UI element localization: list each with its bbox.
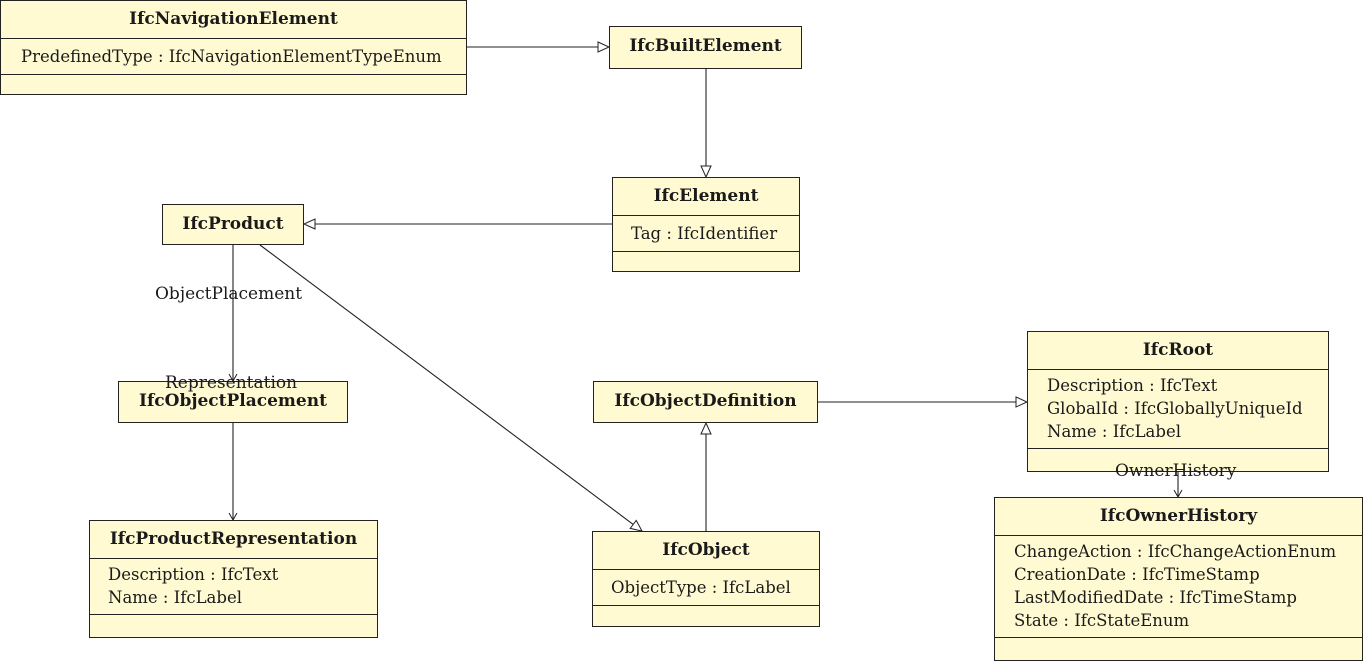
attribute: GlobalId : IfcGloballyUniqueId xyxy=(1047,399,1303,418)
attribute: LastModifiedDate : IfcTimeStamp xyxy=(1014,588,1297,607)
class-ifc-product[interactable]: IfcProduct xyxy=(162,204,304,245)
attribute: ChangeAction : IfcChangeActionEnum xyxy=(1014,542,1337,561)
class-name: IfcProduct xyxy=(182,214,284,234)
class-ifc-object-definition[interactable]: IfcObjectDefinition xyxy=(593,381,818,423)
class-ifc-element[interactable]: IfcElement Tag : IfcIdentifier xyxy=(612,177,800,272)
attribute: Description : IfcText xyxy=(108,565,279,584)
association-label-object-placement: ObjectPlacement xyxy=(155,284,303,304)
class-name: IfcElement xyxy=(613,178,799,216)
class-attributes: Description : IfcText GlobalId : IfcGlob… xyxy=(1028,370,1328,449)
class-ifc-object[interactable]: IfcObject ObjectType : IfcLabel xyxy=(592,531,820,627)
class-name: IfcObjectDefinition xyxy=(614,391,797,411)
attribute: PredefinedType : IfcNavigationElementTyp… xyxy=(21,47,442,66)
class-name: IfcRoot xyxy=(1028,332,1328,370)
class-ifc-built-element[interactable]: IfcBuiltElement xyxy=(609,26,802,69)
class-attributes: Description : IfcText Name : IfcLabel xyxy=(90,559,377,615)
class-ifc-object-placement[interactable]: IfcObjectPlacement xyxy=(118,381,348,423)
attribute: ObjectType : IfcLabel xyxy=(611,578,791,597)
class-name: IfcNavigationElement xyxy=(1,1,466,39)
class-attributes: ChangeAction : IfcChangeActionEnum Creat… xyxy=(995,536,1362,638)
association-label-owner-history: OwnerHistory xyxy=(1115,461,1237,481)
attribute: Tag : IfcIdentifier xyxy=(631,224,778,243)
class-attributes: ObjectType : IfcLabel xyxy=(593,570,819,606)
class-name: IfcOwnerHistory xyxy=(995,498,1362,536)
attribute: Name : IfcLabel xyxy=(1047,422,1181,441)
attribute: CreationDate : IfcTimeStamp xyxy=(1014,565,1260,584)
class-ifc-navigation-element[interactable]: IfcNavigationElement PredefinedType : If… xyxy=(0,0,467,95)
class-name: IfcObject xyxy=(593,532,819,570)
attribute: State : IfcStateEnum xyxy=(1014,611,1190,630)
class-name: IfcBuiltElement xyxy=(629,36,782,56)
generalization-product-to-object xyxy=(259,244,643,532)
class-attributes: PredefinedType : IfcNavigationElementTyp… xyxy=(1,39,466,75)
class-ifc-owner-history[interactable]: IfcOwnerHistory ChangeAction : IfcChange… xyxy=(994,497,1363,661)
class-name: IfcObjectPlacement xyxy=(139,391,327,411)
class-attributes: Tag : IfcIdentifier xyxy=(613,216,799,252)
association-label-representation: Representation xyxy=(165,373,298,393)
class-ifc-product-representation[interactable]: IfcProductRepresentation Description : I… xyxy=(89,520,378,638)
class-name: IfcProductRepresentation xyxy=(90,521,377,559)
class-ifc-root[interactable]: IfcRoot Description : IfcText GlobalId :… xyxy=(1027,331,1329,472)
attribute: Name : IfcLabel xyxy=(108,588,242,607)
attribute: Description : IfcText xyxy=(1047,376,1218,395)
